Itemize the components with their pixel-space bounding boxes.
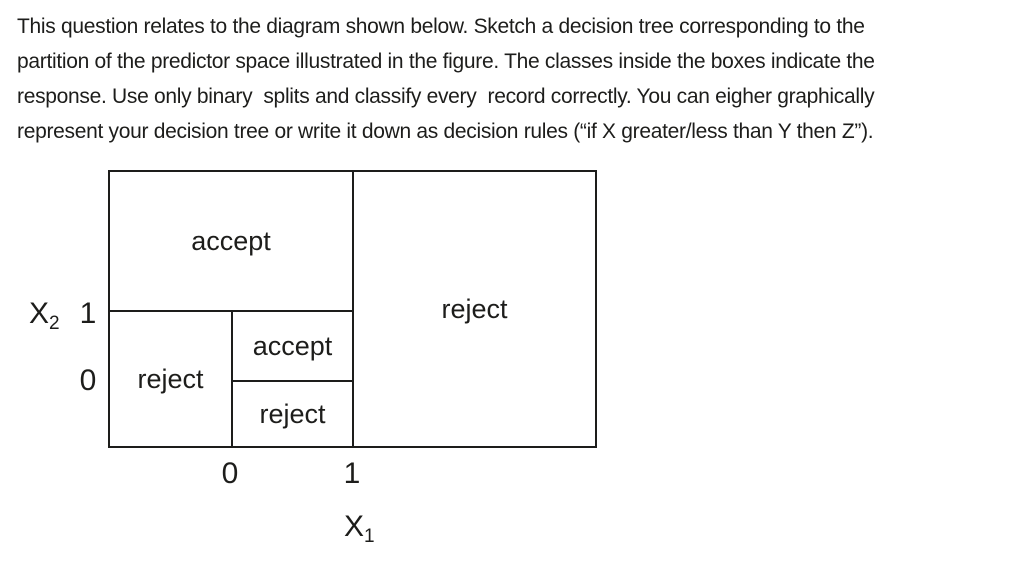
y-axis-variable: X	[29, 297, 50, 330]
region-label: reject	[259, 398, 326, 429]
predictor-space-plot: accept reject accept reject reject	[108, 170, 597, 448]
region-label: accept	[191, 225, 271, 256]
x-axis-tick-0: 0	[221, 457, 239, 490]
region-label: reject	[441, 293, 508, 324]
y-axis-tick-0: 0	[79, 364, 97, 397]
question-text-line-2: partition of the predictor space illustr…	[17, 50, 875, 73]
y-axis-tick-1: 1	[79, 297, 97, 330]
x-axis-subscript: 1	[364, 526, 375, 547]
x-axis-variable: X	[344, 510, 365, 543]
region-accept-top: accept	[110, 172, 352, 310]
question-text-line-1: This question relates to the diagram sho…	[17, 15, 865, 38]
region-reject-middle: reject	[233, 382, 352, 446]
split-line-x2-equals-0	[233, 380, 354, 382]
region-reject-left: reject	[110, 312, 231, 446]
question-text-line-3: response. Use only binary splits and cla…	[17, 85, 875, 108]
y-axis-subscript: 2	[49, 313, 60, 334]
question-text-line-4: represent your decision tree or write it…	[17, 120, 874, 143]
region-reject-right: reject	[354, 172, 595, 446]
split-line-x1-equals-0	[231, 310, 233, 446]
x-axis-tick-1: 1	[343, 457, 361, 490]
region-accept-middle: accept	[233, 312, 352, 380]
question-text: This question relates to the diagram sho…	[17, 9, 875, 149]
split-line-x1-equals-1	[352, 172, 354, 446]
region-label: accept	[252, 330, 333, 361]
y-axis-label: X2	[29, 299, 60, 339]
region-label: reject	[137, 363, 204, 394]
x-axis-label: X1	[344, 512, 375, 552]
